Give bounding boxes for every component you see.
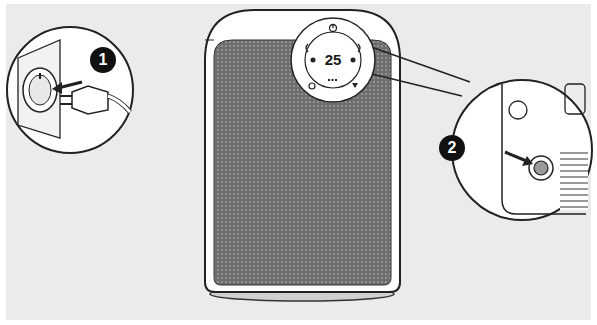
background-panel bbox=[6, 4, 591, 320]
temperature-display: 25 bbox=[325, 52, 342, 67]
plug-detail bbox=[7, 27, 133, 153]
button-detail bbox=[439, 80, 592, 220]
leader-line bbox=[374, 48, 470, 82]
callout-number: 2 bbox=[448, 140, 457, 156]
control-panel bbox=[291, 18, 470, 102]
leader-line bbox=[372, 74, 462, 96]
callout-marker bbox=[90, 47, 116, 73]
callout-number: 1 bbox=[99, 52, 108, 68]
heater-body bbox=[205, 10, 400, 301]
callout-marker bbox=[439, 135, 465, 161]
